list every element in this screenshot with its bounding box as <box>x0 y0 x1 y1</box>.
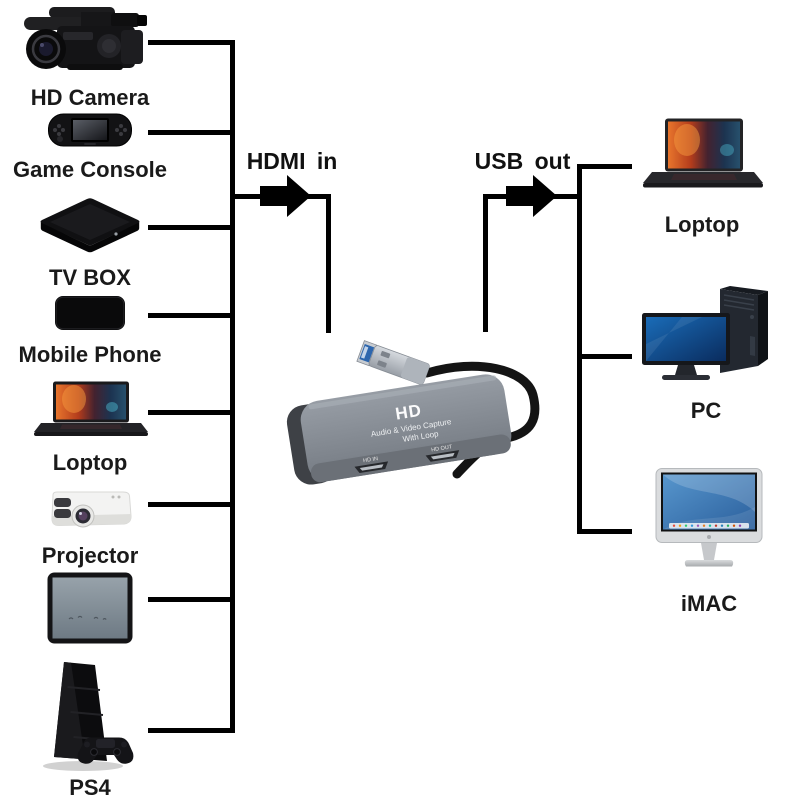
device-imac: iMAC <box>636 468 782 616</box>
branch-line-imac <box>577 529 632 534</box>
device-hd-camera: HD Camera <box>15 4 165 110</box>
device-label: Loptop <box>664 212 740 237</box>
projector-icon <box>51 491 132 528</box>
device-label: Projector <box>41 543 139 568</box>
device-label: Loptop <box>52 450 128 475</box>
device-label: iMAC <box>680 591 738 616</box>
device-label: PS4 <box>69 775 111 800</box>
device-laptop-right: Loptop <box>628 118 776 237</box>
branch-line-game-console <box>148 130 235 135</box>
capture-device-logo: HD <box>394 401 423 424</box>
device-label: PC <box>690 398 722 423</box>
right-bus-line <box>577 164 582 534</box>
left-bus-line <box>230 40 235 733</box>
pc-icon <box>642 286 768 380</box>
usb-out-label: USB out <box>474 148 571 174</box>
device-game-console: Game Console <box>12 112 168 182</box>
device-pc: PC <box>632 286 780 423</box>
device-label: Mobile Phone <box>18 342 162 367</box>
branch-line-ps4 <box>148 728 235 733</box>
branch-line-projector <box>148 502 235 507</box>
branch-line-tv-box <box>148 225 235 230</box>
branch-line-tablet <box>148 597 235 602</box>
tv-box-icon <box>40 198 140 253</box>
device-tv-box: TV BOX <box>15 196 165 290</box>
device-label: HD Camera <box>30 85 150 110</box>
laptop-icon <box>642 118 763 188</box>
hd-camera-icon <box>24 7 147 70</box>
hdmi-in-label: HDMI in <box>246 148 338 174</box>
port-out-label: HD OUT <box>431 444 453 453</box>
hdmi-in-arrow-icon <box>260 175 311 217</box>
laptop-icon <box>34 381 148 436</box>
device-ps4: PS4 <box>15 660 165 800</box>
device-projector: Projector <box>15 486 165 568</box>
device-label: Game Console <box>12 157 168 182</box>
hdmi-vertical-line <box>326 194 331 333</box>
capture-device-icon: HD Audio & Video Capture With Loop HD IN… <box>286 340 540 485</box>
branch-line-laptop-right <box>580 164 632 169</box>
device-label: TV BOX <box>49 265 131 290</box>
device-tablet <box>15 572 165 644</box>
device-mobile-phone: Mobile Phone <box>15 294 165 367</box>
branch-line-pc <box>580 354 632 359</box>
port-in-label: HD IN <box>363 456 379 464</box>
usb-plug <box>356 340 430 385</box>
mobile-phone-icon <box>55 296 125 330</box>
ps4-icon <box>43 662 134 771</box>
branch-line-laptop-left <box>148 410 235 415</box>
branch-line-mobile-phone <box>148 313 235 318</box>
usb-vertical-line <box>483 196 488 332</box>
imac-icon <box>655 468 763 567</box>
tablet-icon <box>47 572 133 644</box>
device-laptop-left: Loptop <box>15 381 165 475</box>
usb-out-arrow-icon <box>506 175 557 217</box>
branch-line-hd-camera <box>148 40 235 45</box>
game-console-icon <box>48 113 132 147</box>
